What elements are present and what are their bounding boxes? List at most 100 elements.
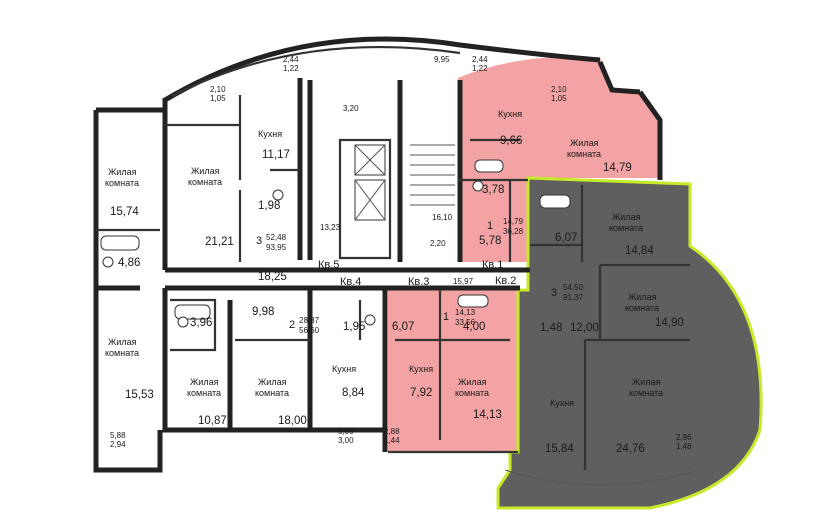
- labels: 2,44 1,22 9,95 2,44 1,22 2,10 1,05 2,10 …: [105, 55, 692, 455]
- kv2-hall-area: 12,00: [570, 322, 599, 334]
- kv4-balcony-bottom: 3,00: [338, 436, 354, 445]
- kv5-wc-area: 1,98: [258, 200, 280, 212]
- svg-text:комната: комната: [567, 149, 601, 159]
- apartment-2-highlight[interactable]: [498, 178, 762, 508]
- kv3-label: Кв.3: [408, 276, 429, 288]
- outer-walls: [93, 36, 663, 473]
- kv2-balcony-top: 2,96: [676, 433, 692, 442]
- kv5-bath-area: 4,86: [118, 257, 140, 269]
- kv1-bath-area: 3,78: [482, 184, 504, 196]
- kv4-balcony-top: 6,00: [338, 427, 354, 436]
- svg-text:Жилая: Жилая: [570, 138, 599, 148]
- apartment-1-highlight[interactable]: [458, 56, 660, 262]
- kv5-kitchen-area: 11,17: [262, 149, 290, 161]
- kv2-living3-area: 24,76: [616, 443, 645, 455]
- kv2-living2-area: 14,90: [655, 317, 684, 329]
- kv1-living-total: 14,79: [503, 217, 524, 226]
- kv1-label: Кв.1: [482, 259, 503, 271]
- kv5-living-total: 52,48: [266, 233, 287, 242]
- kv1-total: 36,28: [503, 227, 524, 236]
- svg-text:Жилая: Жилая: [458, 377, 487, 387]
- svg-text:Жилая: Жилая: [612, 212, 641, 222]
- svg-text:комната: комната: [255, 388, 289, 398]
- kv4-label: Кв.4: [340, 276, 361, 288]
- ceiling-a-top: 2,44: [283, 55, 299, 64]
- svg-text:комната: комната: [609, 223, 643, 233]
- svg-text:Жилая: Жилая: [191, 166, 220, 176]
- svg-text:Жилая: Жилая: [628, 292, 657, 302]
- corridor-small: 2,20: [430, 239, 446, 248]
- balcony-right-top: 2,10: [551, 85, 567, 94]
- kv4-living1-area: 10,87: [198, 415, 227, 427]
- kv5-rooms-count: 3: [256, 235, 262, 247]
- kv3-balcony-top: 2,88: [384, 427, 400, 436]
- svg-text:Жилая: Жилая: [632, 377, 661, 387]
- kv5-hall-area: 18,25: [258, 271, 287, 283]
- svg-text:комната: комната: [455, 388, 489, 398]
- svg-text:комната: комната: [105, 348, 139, 358]
- kv2-balcony-bottom: 1,48: [676, 442, 692, 451]
- kv4-wc-area: 1,95: [343, 321, 365, 333]
- kv3-kitchen-area: 7,92: [410, 387, 432, 399]
- apartment-2-border: [496, 176, 763, 510]
- kv3-living-total: 14,13: [455, 308, 476, 317]
- balcony-left-top: 2,10: [210, 85, 226, 94]
- kv4-total: 56,60: [299, 326, 320, 335]
- kv5-balcony-top: 5,88: [110, 431, 126, 440]
- apartment-3-highlight[interactable]: [388, 288, 518, 452]
- kv4-rooms-count: 2: [289, 319, 295, 331]
- svg-text:Жилая: Жилая: [258, 377, 287, 387]
- svg-text:Жилая: Жилая: [190, 377, 219, 387]
- stair-area: 13,23: [320, 223, 341, 232]
- kv2-living-total: 54,50: [563, 283, 584, 292]
- ceiling-b-bottom: 1,22: [472, 64, 488, 73]
- svg-text:комната: комната: [629, 388, 663, 398]
- kv3-balcony-bottom: 1,44: [384, 436, 400, 445]
- kv5-label: Кв.5: [318, 259, 339, 271]
- kv2-total: 91,37: [563, 293, 584, 302]
- kv3-hall-area: 6,07: [392, 321, 414, 333]
- kv5-balcony-bottom: 2,94: [110, 440, 126, 449]
- kv3-kitchen-label: Кухня: [409, 364, 433, 374]
- kv2-label: Кв.2: [495, 275, 516, 287]
- kv3-total: 33,56: [455, 318, 476, 327]
- kv3-bath-area: 4,00: [463, 321, 485, 333]
- kv4-bath-area: 3,96: [190, 317, 212, 329]
- kv2-living1-area: 14,84: [625, 245, 654, 257]
- kv5-living3-area: 15,53: [125, 389, 154, 401]
- stair-width: 3,20: [343, 104, 359, 113]
- kv1-kitchen-label: Кухня: [498, 109, 522, 119]
- kv4-kitchen-area: 8,84: [342, 387, 365, 399]
- kv1-living-area: 14,79: [603, 162, 632, 174]
- kv4-hall-area: 9,98: [252, 306, 274, 318]
- kv5-living2-area: 21,21: [205, 236, 234, 248]
- balcony-right-bottom: 1,05: [551, 94, 567, 103]
- ceiling-b-top: 2,44: [472, 55, 488, 64]
- svg-text:комната: комната: [188, 177, 222, 187]
- corridor-width: 9,95: [434, 55, 450, 64]
- kv2-wc-area: 1,48: [540, 322, 562, 334]
- balcony-left-bottom: 1,05: [210, 94, 226, 103]
- stairwell: [354, 144, 455, 221]
- kv2-bath-area: 6,07: [555, 232, 577, 244]
- kv1-rooms-count: 1: [487, 220, 493, 232]
- ceiling-a-bottom: 1,22: [283, 64, 299, 73]
- kv3-rooms-count: 1: [443, 311, 449, 323]
- kv4-kitchen-label: Кухня: [332, 364, 356, 374]
- kv4-living2-area: 18,00: [278, 415, 307, 427]
- kv3-corridor-area: 15,97: [453, 277, 474, 286]
- kv2-rooms-count: 3: [551, 287, 557, 299]
- svg-text:комната: комната: [105, 178, 139, 188]
- svg-text:комната: комната: [187, 388, 221, 398]
- svg-text:Жилая: Жилая: [108, 167, 137, 177]
- kv2-kitchen-label: Кухня: [550, 398, 574, 408]
- kv5-living1-area: 15,74: [110, 206, 139, 218]
- svg-text:комната: комната: [625, 303, 659, 313]
- corridor-right-area: 16,10: [432, 213, 453, 222]
- kv1-kitchen-area: 9,66: [500, 135, 522, 147]
- inner-partitions: [96, 95, 701, 486]
- kv5-total: 93,95: [266, 243, 287, 252]
- kv3-living-area: 14,13: [473, 409, 502, 421]
- svg-text:Жилая: Жилая: [108, 337, 137, 347]
